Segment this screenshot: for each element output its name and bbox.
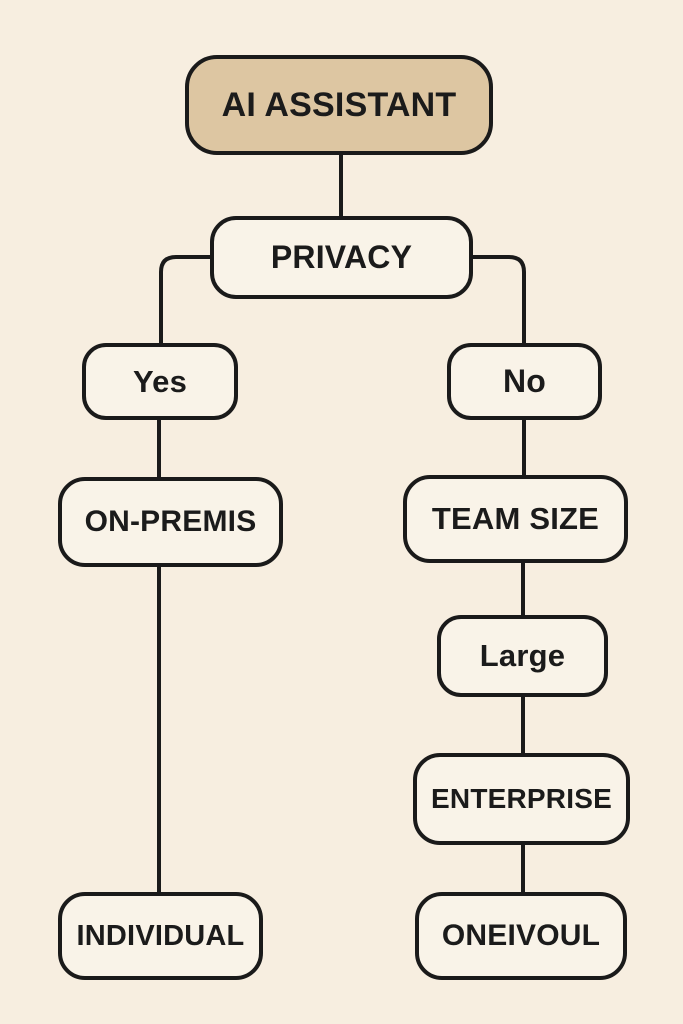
node-label: Yes	[132, 363, 188, 399]
node-individual: INDIVIDUAL	[58, 892, 263, 980]
node-on-premis: ON-PREMIS	[58, 477, 283, 567]
node-label: PRIVACY	[270, 239, 413, 275]
node-label: ONEIVOUL	[441, 919, 601, 952]
node-ai-assistant: AI ASSISTANT	[185, 55, 493, 155]
node-privacy: PRIVACY	[210, 216, 473, 299]
node-no: No	[447, 343, 602, 420]
node-label: ON-PREMIS	[84, 505, 257, 538]
edge-privacy-no	[471, 255, 526, 345]
node-label: TEAM SIZE	[431, 501, 600, 536]
node-large: Large	[437, 615, 608, 697]
node-label: AI ASSISTANT	[221, 85, 457, 124]
node-label: Large	[479, 638, 566, 673]
node-label: No	[502, 363, 547, 399]
edge-privacy-yes	[159, 255, 212, 345]
node-label: INDIVIDUAL	[76, 919, 245, 952]
node-label: ENTERPRISE	[431, 783, 612, 814]
node-oneivoul: ONEIVOUL	[415, 892, 627, 980]
node-yes: Yes	[82, 343, 238, 420]
node-team-size: TEAM SIZE	[403, 475, 628, 563]
node-enterprise: ENTERPRISE	[413, 753, 630, 845]
